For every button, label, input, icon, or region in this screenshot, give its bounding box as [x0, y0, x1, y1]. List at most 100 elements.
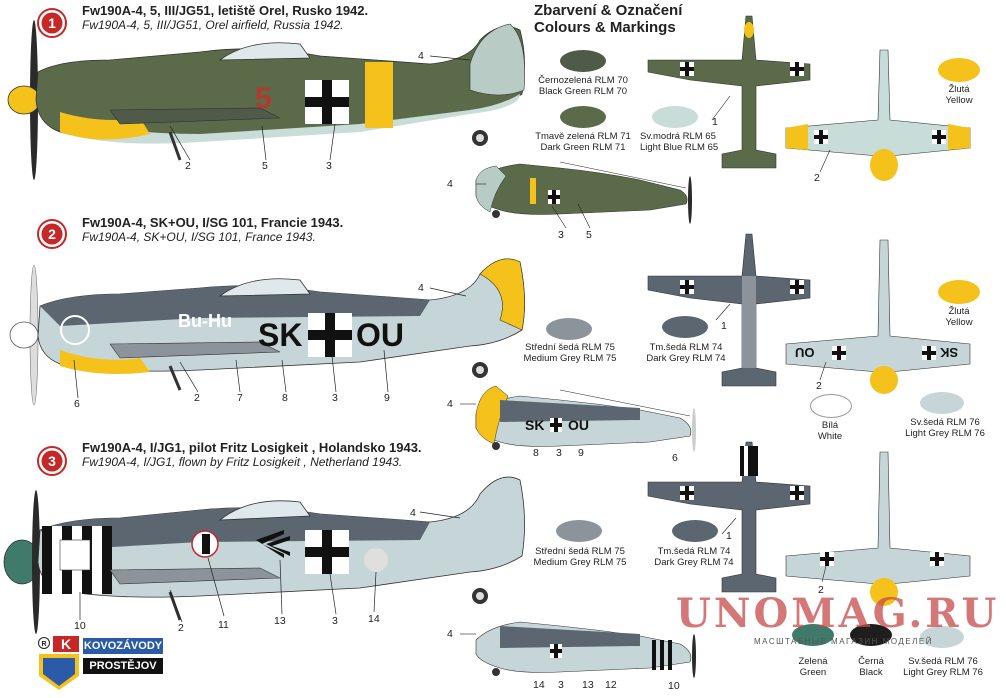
logo-letter: K	[61, 636, 71, 652]
scheme-2-nose-text: Bu-Hu	[178, 311, 232, 331]
swatch-yellow-1	[938, 58, 980, 82]
swatch-rlm71-cz: Tmavě zelená RLM 71	[535, 131, 631, 142]
logo-line2: PROSTĚJOV	[83, 658, 163, 674]
swatch-yellow-2-en: Yellow	[945, 317, 973, 328]
scheme-2-code-right: OU	[356, 317, 404, 353]
scheme-1-small-callout-4: 4	[447, 178, 453, 190]
scheme-2-callout-3: 3	[332, 392, 338, 404]
swatch-rlm71	[560, 106, 606, 128]
scheme-2-title-en: Fw190A-4, SK+OU, I/SG 101, France 1943.	[82, 230, 316, 244]
swatch-rlm74-a-en: Dark Grey RLM 74	[646, 353, 726, 364]
swatch-yellow-1-cz: Žlutá	[948, 84, 970, 95]
swatch-rlm65-en: Light Blue RLM 65	[640, 142, 719, 153]
swatch-rlm70-en: Black Green RLM 70	[538, 86, 628, 97]
swatch-green-en: Green	[799, 667, 827, 678]
scheme-3-callout-11: 11	[218, 619, 229, 631]
svg-text:R: R	[41, 641, 46, 648]
scheme-2-badge: 2	[37, 219, 67, 249]
swatch-rlm70-cz: Černozelená RLM 70	[538, 75, 628, 86]
scheme-1-small-callout-5: 5	[586, 229, 592, 241]
scheme-2-small-code-right: OU	[568, 417, 589, 433]
scheme-3-small-callout-4: 4	[447, 628, 453, 640]
kovozavody-logo-icon: R K	[38, 636, 79, 690]
swatch-black-en: Black	[859, 667, 883, 678]
scheme-1-small-callout-3: 3	[558, 229, 564, 241]
scheme-2-callout-6: 6	[74, 398, 80, 410]
scheme-1-title-cz: Fw190A-4, 5, III/JG51, letiště Orel, Rus…	[82, 3, 369, 18]
scheme-1-title-en: Fw190A-4, 5, III/JG51, Orel airfield, Ru…	[82, 18, 344, 32]
swatch-white-cz: Bílá	[821, 420, 839, 431]
scheme-1-callout-4: 4	[418, 50, 424, 62]
swatch-rlm74-b	[672, 520, 718, 542]
scheme-2-callout-2: 2	[194, 392, 200, 404]
watermark-sub: МАСШТАБНЫЕ МАГАЗИН МОДЕЛЕЙ	[754, 637, 933, 646]
swatch-green-cz: Zelená	[798, 656, 828, 667]
scheme-3-callout-4: 4	[410, 507, 416, 519]
header-title-en: Colours & Markings	[534, 19, 676, 36]
scheme-2-callout-8: 8	[282, 392, 288, 404]
swatch-yellow-1-en: Yellow	[945, 95, 973, 106]
swatch-rlm70	[560, 50, 606, 72]
swatch-rlm75-a	[546, 318, 592, 340]
scheme-3-callout-13: 13	[274, 615, 286, 627]
swatch-white-en: White	[817, 431, 843, 442]
scheme-3-small-callout-10: 10	[668, 680, 680, 692]
swatch-rlm75-b	[556, 520, 602, 542]
swatch-rlm76-a-cz: Sv.šedá RLM 76	[910, 417, 980, 428]
swatch-green	[792, 624, 834, 646]
swatch-rlm74-b-en: Dark Grey RLM 74	[654, 557, 734, 568]
watermark-main: UNOMAG.RU	[676, 590, 1000, 637]
swatch-rlm76-b	[920, 626, 964, 648]
swatch-yellow-2	[938, 280, 980, 304]
swatch-rlm76-b-cz: Sv.šedá RLM 76	[908, 656, 978, 667]
scheme-1-fuselage-number: 5	[255, 82, 272, 115]
scheme-3-small-callout-12: 12	[605, 679, 617, 691]
swatch-white	[810, 394, 852, 418]
swatch-rlm75-a-en: Medium Grey RLM 75	[523, 353, 617, 364]
swatch-rlm65-cz: Sv.modrá RLM 65	[640, 131, 716, 142]
scheme-2-callout-9: 9	[384, 392, 390, 404]
scheme-2-title-cz: Fw190A-4, SK+OU, I/SG 101, Francie 1943.	[82, 215, 344, 230]
scheme-2-callout-4: 4	[418, 282, 424, 294]
scheme-1-number: 1	[48, 15, 56, 31]
scheme-2-number: 2	[48, 226, 56, 242]
scheme-2-bottom-callout-2: 2	[816, 380, 822, 392]
swatch-rlm75-a-cz: Střední šedá RLM 75	[525, 342, 615, 353]
scheme-2-callout-7: 7	[237, 392, 243, 404]
scheme-1-bottom-callout-2: 2	[814, 172, 820, 184]
swatch-rlm74-a-cz: Tm.šedá RLM 74	[649, 342, 723, 353]
scheme-2-top-callout-1: 1	[721, 320, 727, 332]
scheme-3-bottom-callout-2: 2	[818, 584, 824, 596]
scheme-3-callout-14: 14	[368, 613, 380, 625]
scheme-1-callout-2: 2	[185, 160, 191, 172]
swatch-rlm76-a	[920, 392, 964, 414]
scheme-2-small-code-left: SK	[525, 417, 545, 433]
scheme-3-small-callout-13: 13	[582, 679, 594, 691]
scheme-3-title-en: Fw190A-4, I/JG1, flown by Fritz Losigkei…	[82, 455, 403, 469]
scheme-3-title-cz: Fw190A-4, I/JG1, pilot Fritz Losigkeit ,…	[82, 440, 422, 455]
scheme-3-small-callout-14: 14	[533, 679, 545, 691]
logo-line1: KOVOZÁVODY	[83, 638, 163, 654]
scheme-2-small-callout-3: 3	[556, 447, 562, 459]
scheme-2-small-callout-9: 9	[578, 447, 584, 459]
swatch-rlm75-b-cz: Střední šedá RLM 75	[535, 546, 625, 557]
swatch-rlm76-b-en: Light Grey RLM 76	[903, 667, 983, 678]
scheme-3-small-callout-3: 3	[558, 679, 564, 691]
scheme-2-code-left: SK	[258, 317, 303, 353]
scheme-2-small-callout-8: 8	[533, 447, 539, 459]
scheme-1-callout-5: 5	[262, 160, 268, 172]
scheme-3-badge: 3	[37, 446, 67, 476]
scheme-1-top-callout-1: 1	[712, 116, 718, 128]
scheme-2-small-callout-6: 6	[672, 452, 678, 464]
swatch-yellow-2-cz: Žlutá	[948, 306, 970, 317]
swatch-rlm74-b-cz: Tm.šedá RLM 74	[657, 546, 731, 557]
swatch-rlm65	[652, 106, 698, 128]
scheme-3-number: 3	[48, 453, 56, 469]
